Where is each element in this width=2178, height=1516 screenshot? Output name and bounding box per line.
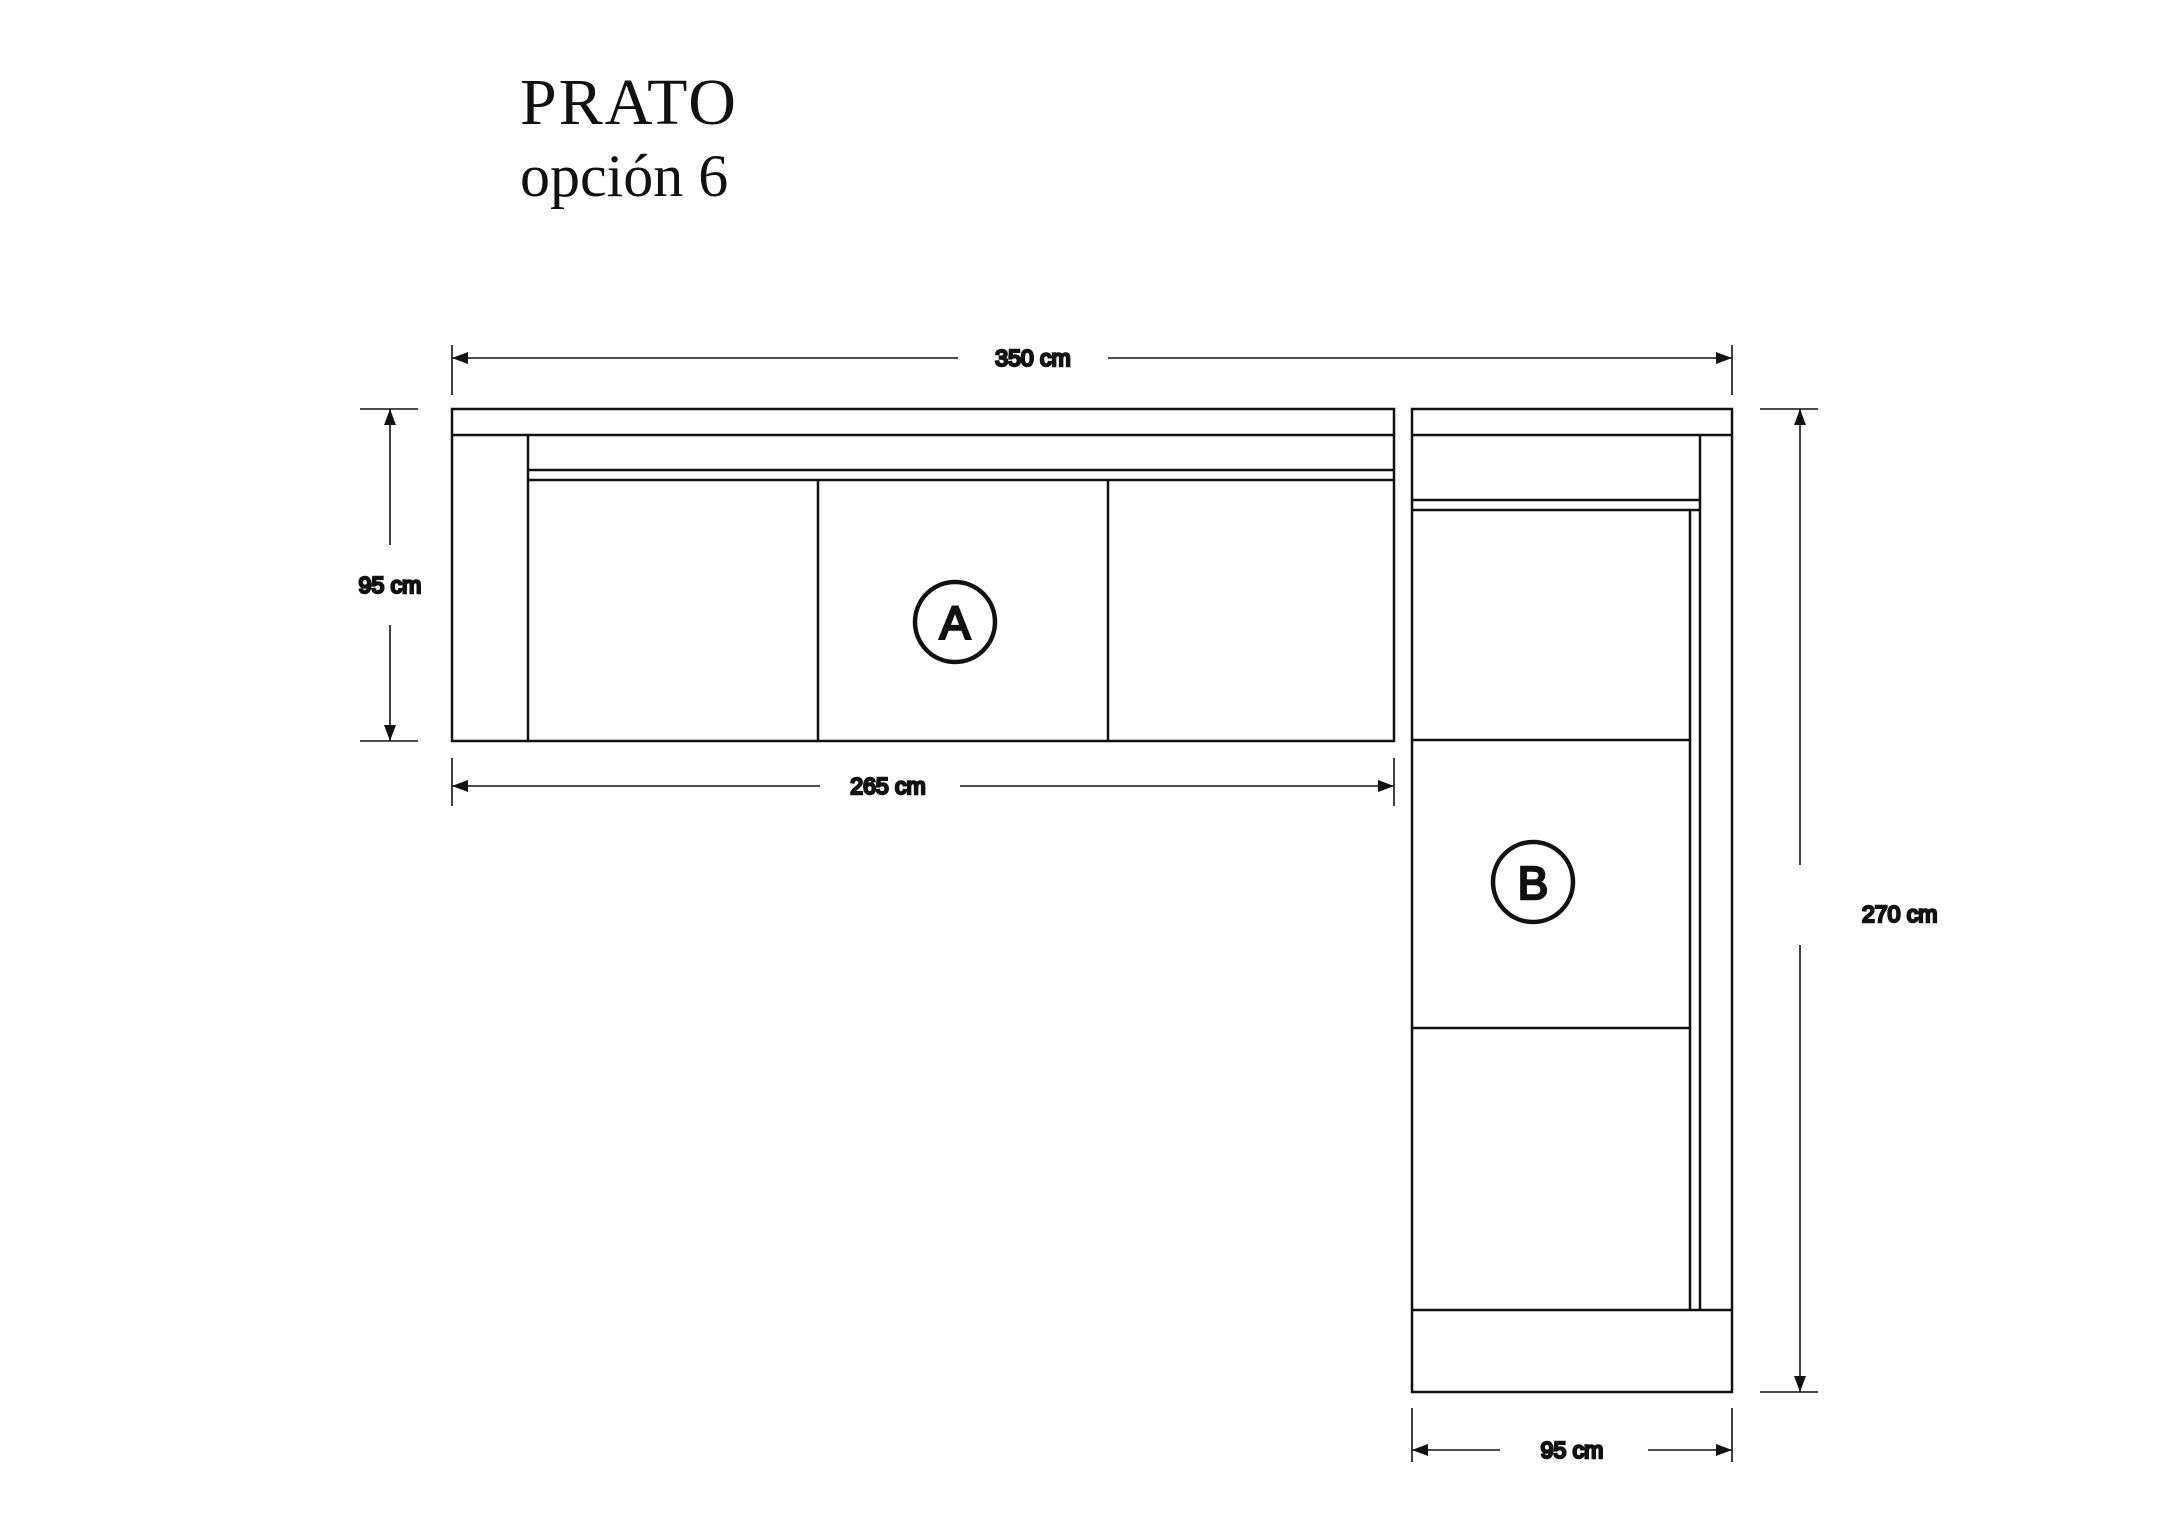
module-badge-b bbox=[1490, 839, 1576, 925]
module-b-outline bbox=[1410, 407, 1734, 1394]
page-title: PRATO bbox=[520, 66, 738, 139]
dimension-left bbox=[360, 408, 418, 742]
dimension-bottom bbox=[1411, 1408, 1733, 1462]
module-badge-a-label: A bbox=[940, 597, 971, 649]
module-badge-b-label: B bbox=[1518, 857, 1549, 909]
module-a-backrest bbox=[452, 433, 1394, 741]
dimension-bottom-label: 95 cm bbox=[1541, 1437, 1604, 1463]
module-badge-a bbox=[912, 579, 998, 665]
dimension-inner-label: 265 cm bbox=[850, 773, 925, 799]
dimension-top bbox=[451, 345, 1733, 395]
dimension-right-label: 270 cm bbox=[1862, 901, 1937, 927]
dimension-top-label: 350 cm bbox=[995, 345, 1070, 371]
dimension-inner bbox=[451, 758, 1395, 806]
module-a-outline bbox=[450, 407, 1396, 743]
page-subtitle: opción 6 bbox=[520, 143, 729, 209]
dimension-right bbox=[1760, 408, 1818, 1393]
dimension-left-label: 95 cm bbox=[359, 572, 422, 598]
title-block: PRATO opción 6 bbox=[520, 70, 1220, 211]
module-b-backrest bbox=[1412, 433, 1732, 1310]
module-a-seat-divisions bbox=[816, 480, 1110, 741]
module-b-seat-divisions bbox=[1412, 738, 1732, 1312]
